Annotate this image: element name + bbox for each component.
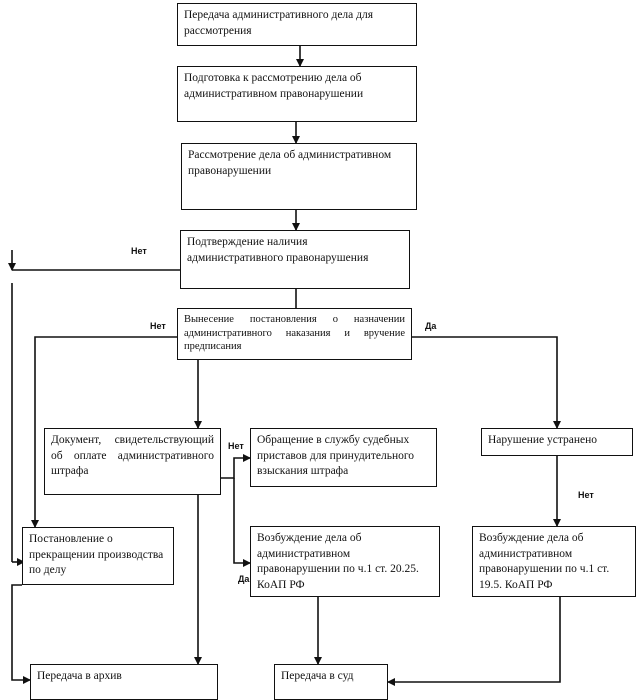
arrow-decision-terminate <box>31 336 177 528</box>
label-no-document: Нет <box>228 441 244 451</box>
box-confirm: Подтверждение наличия административного … <box>180 230 410 289</box>
box-terminate: Постановление о прекращении производства… <box>22 527 174 585</box>
box-case-195-text: Возбуждение дела об административном пра… <box>479 532 610 591</box>
box-document-text: Документ, свидетельствующий об оплате ад… <box>51 434 214 478</box>
arrow-document-case2025 <box>233 478 251 567</box>
label-yes-decision: Да <box>425 321 437 331</box>
arrow-case195-court <box>387 597 561 686</box>
box-bailiffs: Обращение в службу судебных приставов дл… <box>250 428 437 487</box>
label-yes-document: Да <box>238 574 250 584</box>
box-prepare: Подготовка к рассмотрению дела об админи… <box>177 66 417 122</box>
box-bailiffs-text: Обращение в службу судебных приставов дл… <box>257 434 415 478</box>
box-transfer-text: Передача административного дела для расс… <box>184 9 374 37</box>
box-decision: Вынесение постановления о назначении адм… <box>177 308 412 360</box>
box-prepare-text: Подготовка к рассмотрению дела об админи… <box>184 72 364 100</box>
box-eliminated-text: Нарушение устранено <box>488 434 598 446</box>
box-terminate-text: Постановление о прекращении производства… <box>29 533 164 577</box>
box-document: Документ, свидетельствующий об оплате ад… <box>44 428 221 495</box>
box-archive-text: Передача в архив <box>37 670 122 682</box>
box-consider: Рассмотрение дела об административном пр… <box>181 143 417 210</box>
box-court: Передача в суд <box>274 664 388 700</box>
box-archive: Передача в архив <box>30 664 218 700</box>
arrow-decision-eliminated <box>412 336 561 429</box>
box-case-2025-text: Возбуждение дела об административном пра… <box>257 532 419 591</box>
label-no-confirm: Нет <box>131 246 147 256</box>
box-eliminated: Нарушение устранено <box>481 428 633 456</box>
box-consider-text: Рассмотрение дела об административном пр… <box>188 149 392 177</box>
box-confirm-text: Подтверждение наличия административного … <box>187 236 369 264</box>
box-court-text: Передача в суд <box>281 670 354 682</box>
arrow-document-bailiffs <box>221 454 251 479</box>
label-no-decision: Нет <box>150 321 166 331</box>
label-no-eliminated: Нет <box>578 490 594 500</box>
box-decision-text: Вынесение постановления о назначении адм… <box>184 314 405 353</box>
box-case-2025: Возбуждение дела об административном пра… <box>250 526 440 597</box>
box-case-195: Возбуждение дела об административном пра… <box>472 526 636 597</box>
box-transfer: Передача административного дела для расс… <box>177 3 417 46</box>
arrow-terminate-archive <box>11 584 31 684</box>
